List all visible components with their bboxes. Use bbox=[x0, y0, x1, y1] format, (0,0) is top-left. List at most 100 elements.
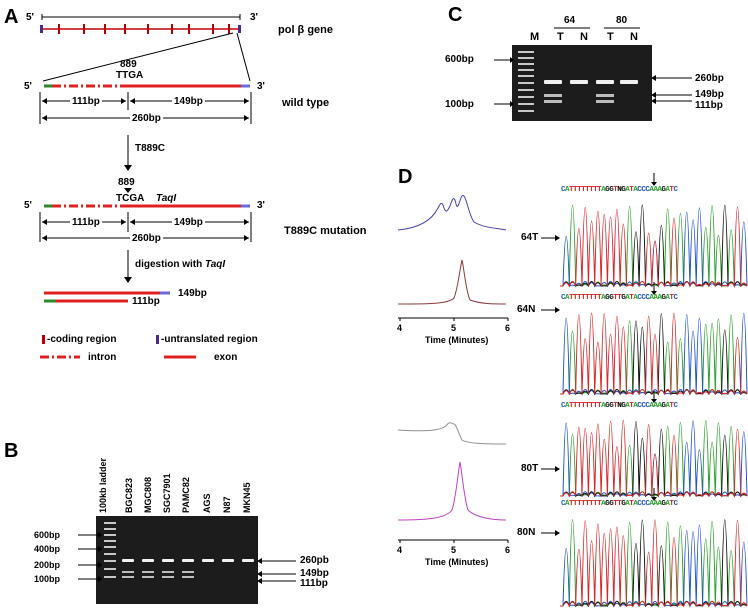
base-letter: T bbox=[617, 500, 622, 508]
gel-b-band-111: 111bp bbox=[300, 578, 328, 589]
base-letter: T bbox=[573, 294, 578, 302]
trace-t-line bbox=[560, 206, 748, 288]
base-letter: G bbox=[609, 186, 614, 194]
legend-utr: -untranslated region bbox=[161, 334, 258, 345]
base-letter: T bbox=[613, 500, 618, 508]
trace-t-line bbox=[560, 312, 748, 396]
trace-80t bbox=[560, 420, 748, 498]
gel-c-band-111: 111bp bbox=[695, 100, 723, 111]
gene-3prime: 3' bbox=[250, 12, 258, 23]
base-letter: T bbox=[597, 294, 602, 302]
base-letter: T bbox=[581, 294, 586, 302]
digestion-text: digestion with bbox=[135, 259, 203, 270]
base-letter: C bbox=[641, 402, 646, 410]
base-letter: A bbox=[601, 500, 606, 508]
base-letter: T bbox=[669, 294, 674, 302]
mut-position: 889 bbox=[118, 177, 135, 188]
base-letter: T bbox=[629, 294, 634, 302]
base-letter: C bbox=[673, 186, 678, 194]
trace-80n bbox=[560, 519, 748, 608]
trace-g-line bbox=[560, 313, 748, 396]
base-letter: T bbox=[577, 500, 582, 508]
base-letter: C bbox=[641, 500, 646, 508]
gel-c-lane-64n: N bbox=[580, 31, 588, 43]
base-letter: C bbox=[673, 402, 678, 410]
base-letter: A bbox=[653, 500, 658, 508]
trace-64t-seq: CATTTTTTTTAGGTNGATACCCAAAGATC bbox=[561, 186, 678, 194]
base-letter: C bbox=[637, 500, 642, 508]
base-letter: T bbox=[629, 402, 634, 410]
base-letter: A bbox=[633, 500, 638, 508]
base-letter: T bbox=[593, 294, 598, 302]
base-letter: T bbox=[589, 500, 594, 508]
base-letter: T bbox=[569, 294, 574, 302]
base-letter: C bbox=[673, 500, 678, 508]
base-letter: A bbox=[601, 294, 606, 302]
mut-sequence: TCGA bbox=[116, 193, 145, 204]
gel-b bbox=[96, 516, 258, 604]
base-letter: T bbox=[593, 500, 598, 508]
dhplc-tick-4b: 4 bbox=[397, 545, 403, 555]
trace-64n-seq: CATTTTTTTTAGGTTGATACCCAAAGATC bbox=[561, 294, 678, 302]
base-letter: T bbox=[613, 402, 618, 410]
base-letter: A bbox=[657, 402, 662, 410]
mut-5prime: 5' bbox=[24, 200, 32, 211]
base-letter: A bbox=[565, 500, 570, 508]
base-letter: T bbox=[569, 402, 574, 410]
base-letter: T bbox=[573, 186, 578, 194]
digest-fragment-111: 111bp bbox=[132, 296, 160, 307]
base-letter: G bbox=[605, 402, 610, 410]
base-letter: A bbox=[625, 186, 630, 194]
digestion-label: digestion with TaqI bbox=[135, 259, 225, 270]
mut-enzyme: TaqI bbox=[156, 193, 177, 204]
base-letter: C bbox=[637, 186, 642, 194]
wt-3prime: 3' bbox=[257, 81, 265, 92]
base-letter: C bbox=[561, 186, 566, 194]
base-letter: A bbox=[657, 500, 662, 508]
base-letter: T bbox=[613, 294, 618, 302]
base-letter: C bbox=[645, 294, 650, 302]
base-letter: N bbox=[617, 186, 622, 194]
trace-g-line bbox=[560, 519, 748, 608]
sample-80n: 80N bbox=[517, 527, 536, 538]
trace-80n-seq: CATTTTTTTTAGGTTGATACCCAAAGATC bbox=[561, 500, 678, 508]
base-letter: G bbox=[609, 500, 614, 508]
base-letter: T bbox=[577, 294, 582, 302]
base-letter: A bbox=[653, 186, 658, 194]
base-letter: A bbox=[665, 500, 670, 508]
base-letter: T bbox=[593, 402, 598, 410]
mut-total-260: 260bp bbox=[130, 233, 163, 244]
gel-c-group-80: 80 bbox=[616, 15, 628, 26]
sample-64t: 64T bbox=[521, 232, 539, 243]
base-letter: A bbox=[565, 294, 570, 302]
base-letter: A bbox=[625, 500, 630, 508]
base-letter: A bbox=[649, 500, 654, 508]
base-letter: T bbox=[629, 186, 634, 194]
dhplc-tick-5a: 5 bbox=[451, 323, 457, 333]
base-letter: T bbox=[589, 294, 594, 302]
gel-c-group-64: 64 bbox=[564, 15, 576, 26]
panel-a-letter: A bbox=[4, 6, 19, 28]
gel-b-marker-100: 100bp bbox=[34, 574, 61, 584]
base-letter: T bbox=[589, 186, 594, 194]
base-letter: A bbox=[649, 186, 654, 194]
base-letter: A bbox=[649, 294, 654, 302]
gel-c-lane-64t: T bbox=[557, 31, 564, 43]
gel-b-band-149: 149bp bbox=[300, 568, 329, 579]
panel-d-letter: D bbox=[398, 166, 413, 188]
base-letter: N bbox=[617, 402, 622, 410]
base-letter: G bbox=[605, 500, 610, 508]
dhplc-axis-label-b: Time (Minutes) bbox=[425, 557, 489, 567]
gel-c-lane-m: M bbox=[530, 31, 540, 43]
digestion-enzyme: TaqI bbox=[205, 259, 226, 270]
base-letter: G bbox=[621, 500, 626, 508]
mut-fragment-149: 149bp bbox=[172, 217, 205, 228]
base-letter: A bbox=[633, 294, 638, 302]
legend-intron: intron bbox=[88, 352, 117, 363]
gel-c-lane-80t: T bbox=[607, 31, 614, 43]
gel-c bbox=[512, 45, 652, 121]
base-letter: T bbox=[569, 186, 574, 194]
